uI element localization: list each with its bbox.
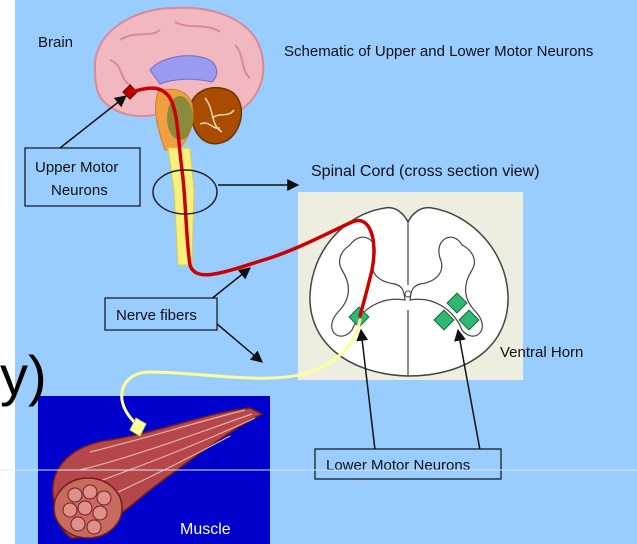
brain-label: Brain [38,34,73,51]
muscle-cross-section [54,478,122,538]
spinal-cord-outline [310,208,508,376]
nerve-fibers-label: Nerve fibers [116,307,197,324]
lower-motor-neurons-label: Lower Motor Neurons [326,457,470,474]
edge-glyph: y) [0,344,47,407]
upper-motor-neurons-label-line1: Upper Motor [35,159,118,176]
muscle-label: Muscle [180,521,231,538]
diagram-title: Schematic of Upper and Lower Motor Neuro… [284,43,593,60]
upper-motor-neurons-label-line2: Neurons [51,182,108,199]
left-white-margin [0,0,15,544]
spinal-cord-label: Spinal Cord (cross section view) [311,163,540,180]
spinal-cord-cross-section [298,192,523,380]
ventral-horn-label: Ventral Horn [500,344,583,361]
